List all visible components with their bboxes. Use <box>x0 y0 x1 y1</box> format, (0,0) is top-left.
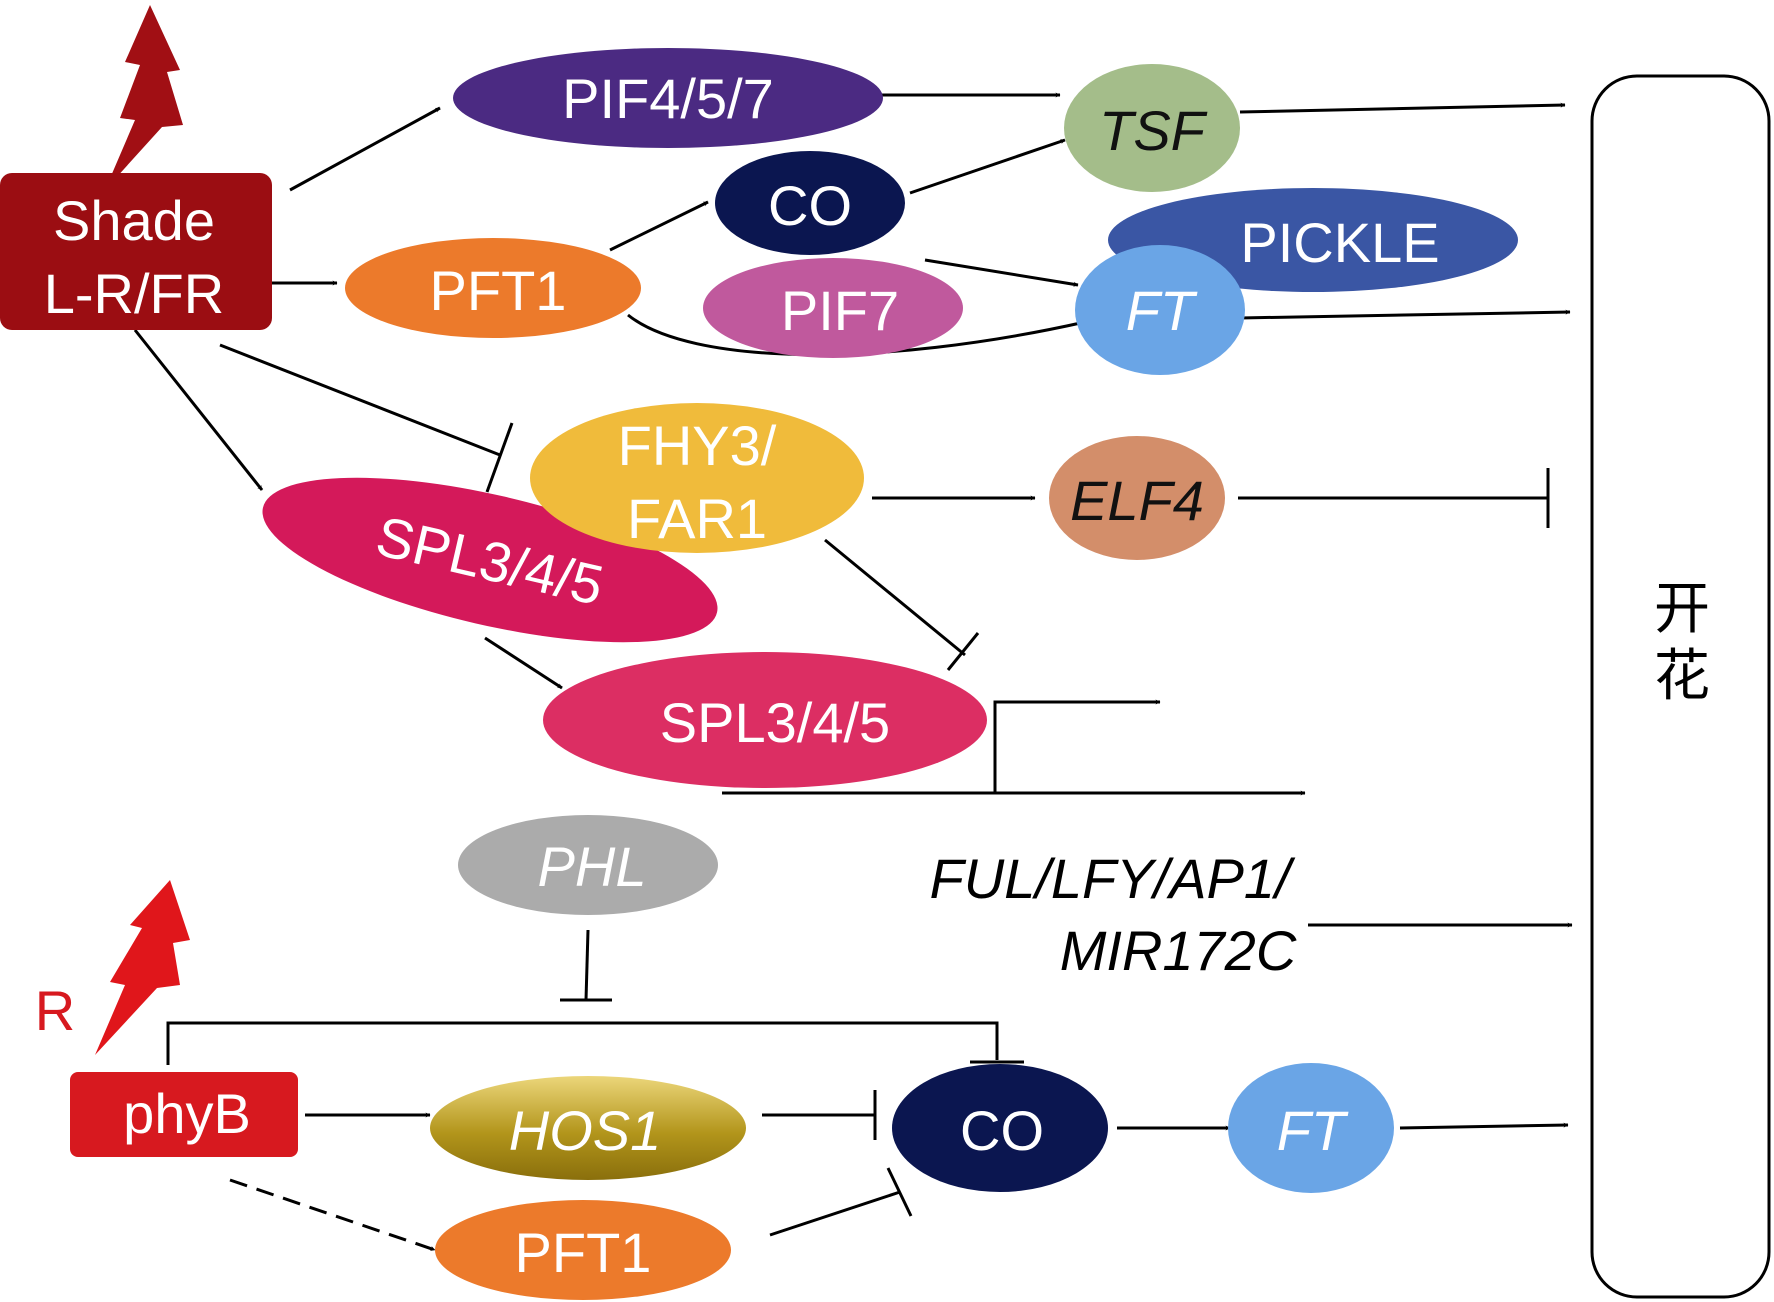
edge-shade-spl-a <box>133 329 264 491</box>
fhy3-node: FHY3/ FAR1 <box>530 403 864 553</box>
pft1-bottom-node: PFT1 <box>435 1200 731 1300</box>
fhy3-label-line2: FAR1 <box>627 487 767 550</box>
shade-label-line2: L-R/FR <box>44 262 224 325</box>
shade-box <box>0 173 272 330</box>
r-label: R <box>35 979 75 1042</box>
phyb-box <box>70 1072 298 1157</box>
tsf-ellipse <box>1064 64 1240 192</box>
edges <box>133 92 1573 1252</box>
edge-shade-pif457 <box>289 106 441 192</box>
ft-bottom-ellipse <box>1228 1063 1394 1193</box>
co-bottom-node: CO <box>892 1064 1108 1192</box>
co-top-ellipse <box>715 151 905 255</box>
elf4-node: ELF4 <box>1049 436 1225 560</box>
inhibit-shade-fhy3 <box>219 343 501 457</box>
edge-co-tsf <box>909 138 1066 195</box>
pif7-node: PIF7 <box>703 258 963 358</box>
shade-node: Shade L-R/FR <box>0 173 272 330</box>
edge-co-ft <box>924 258 1079 287</box>
inhibit-shade-fhy3-bar <box>485 422 514 493</box>
co-bottom-ellipse <box>892 1064 1108 1192</box>
ft-bottom-node: FT <box>1228 1063 1394 1193</box>
fhy3-ellipse <box>530 403 864 553</box>
pft1-top-node: PFT1 <box>345 238 641 338</box>
pft1-top-label: PFT1 <box>430 259 567 322</box>
elf4-ellipse <box>1049 436 1225 560</box>
ft-top-ellipse <box>1075 245 1245 375</box>
pft1-top-ellipse <box>345 238 641 338</box>
inhibit-fhy3-spl-b <box>824 538 966 657</box>
phl-ellipse <box>458 815 718 915</box>
phl-label: PHL <box>538 835 647 898</box>
pif457-label: PIF4/5/7 <box>562 67 774 130</box>
pif457-node: PIF4/5/7 <box>453 48 883 148</box>
fhy3-label-line1: FHY3/ <box>618 414 777 477</box>
pft1-bottom-label: PFT1 <box>515 1221 652 1284</box>
shade-label-line1: Shade <box>53 189 215 252</box>
phyb-label: phyB <box>123 1082 251 1145</box>
inhibit-phl <box>584 929 590 1001</box>
hos1-node: HOS1 <box>430 1076 746 1180</box>
ful-targets: FUL/LFY/AP1/ MIR172C <box>929 847 1296 982</box>
pickle-label: PICKLE <box>1240 211 1439 274</box>
co-top-node: CO <box>715 151 905 255</box>
phl-node: PHL <box>458 815 718 915</box>
edge-phyb-pft1-dashed <box>229 1178 436 1252</box>
spl-a-node <box>262 477 718 643</box>
edge-ft-bottom-flowering <box>1399 1122 1569 1130</box>
lightning-bolt-shade-icon <box>105 5 183 190</box>
hos1-ellipse <box>430 1076 746 1180</box>
ft-top-label: FT <box>1126 279 1198 342</box>
edge-tsf-flowering <box>1239 102 1566 114</box>
pft1-bottom-ellipse <box>435 1200 731 1300</box>
lightning-bolt-r-icon <box>95 880 190 1055</box>
pif7-ellipse <box>703 258 963 358</box>
spl-a-ellipse <box>262 477 718 643</box>
co-bottom-label: CO <box>960 1099 1044 1162</box>
inhibit-fhy3-spl-b-bar <box>946 632 980 671</box>
ft-bottom-label: FT <box>1277 1099 1349 1162</box>
flowering-label-char2: 花 <box>1654 644 1710 709</box>
inhibit-pft1-co <box>769 1190 901 1237</box>
pif7-label: PIF7 <box>781 279 899 342</box>
pif457-ellipse <box>453 48 883 148</box>
tsf-node: TSF <box>1064 64 1240 192</box>
edge-ft-flowering <box>1239 309 1571 320</box>
edge-spl-a-spl-b <box>484 636 563 690</box>
spl-b-node: SPL3/4/5 <box>543 652 987 788</box>
ful-label-line2: MIR172C <box>1060 919 1297 982</box>
spl-b-ellipse <box>543 652 987 788</box>
ft-top-node: FT <box>1075 245 1245 375</box>
ful-label-line1: FUL/LFY/AP1/ <box>929 847 1295 910</box>
edge-pft1-co <box>609 200 709 252</box>
tsf-label: TSF <box>1099 99 1208 162</box>
inhibit-pft1-co-bar <box>886 1167 913 1217</box>
flowering-label-char1: 开 <box>1654 577 1710 642</box>
inhibit-phyb-co-path <box>166 1021 999 1065</box>
elf4-label: ELF4 <box>1070 469 1204 532</box>
hos1-label: HOS1 <box>509 1099 662 1162</box>
flowering-box <box>1590 74 1771 1299</box>
phyb-node: phyB <box>70 1072 298 1157</box>
spl-b-label: SPL3/4/5 <box>660 691 890 754</box>
co-top-label: CO <box>768 174 852 237</box>
edge-spl-b-bent <box>993 699 1161 793</box>
